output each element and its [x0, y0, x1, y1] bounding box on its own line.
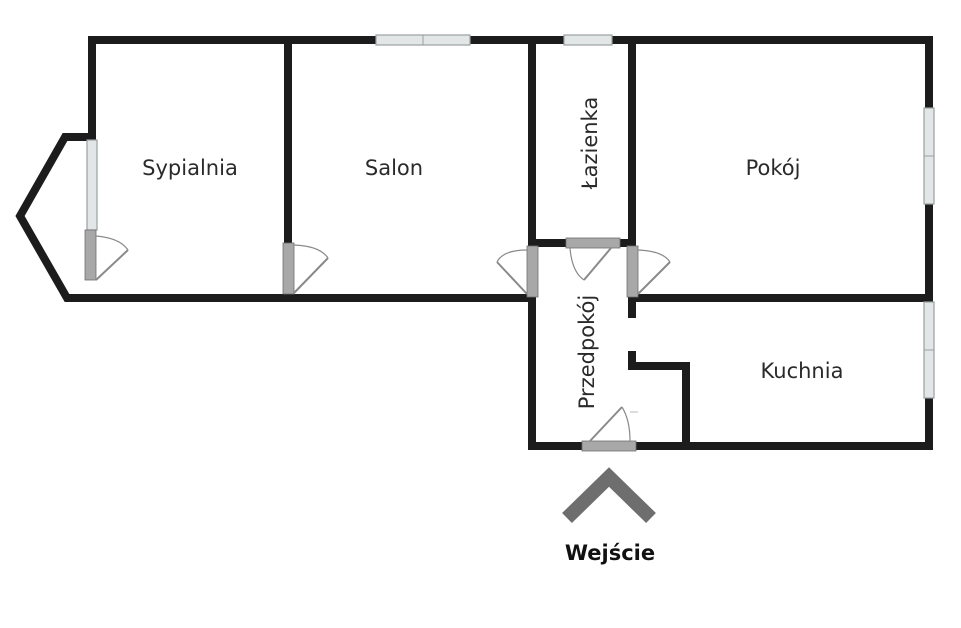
- room-label-sypialnia: Sypialnia: [142, 156, 238, 180]
- room-label-przedpokoj: Przedpokój: [575, 295, 599, 409]
- entrance-marker: Wejście: [562, 467, 656, 565]
- door-pokoj: [626, 245, 671, 298]
- room-label-pokoj: Pokój: [746, 156, 801, 180]
- chevron-up-icon: [562, 467, 656, 524]
- door-entrance: [581, 406, 637, 452]
- walls: [15, 36, 933, 450]
- door-salon-hall: [496, 245, 539, 298]
- doors: [84, 229, 671, 452]
- room-label-salon: Salon: [365, 156, 423, 180]
- bay-wall: [15, 133, 96, 302]
- window-sypialnia: [86, 139, 98, 231]
- room-label-kuchnia: Kuchnia: [761, 359, 844, 383]
- door-sypialnia: [84, 229, 129, 281]
- door-lazienka: [565, 237, 621, 281]
- wall-kuchnia-inner: [628, 351, 690, 450]
- entrance-label: Wejście: [565, 541, 655, 565]
- room-label-lazienka: Łazienka: [578, 97, 602, 190]
- room-labels: Sypialnia Salon Łazienka Pokój Przedpokó…: [142, 97, 843, 409]
- door-salon: [282, 242, 329, 295]
- window-lazienka: [563, 34, 613, 46]
- windows: [86, 34, 935, 399]
